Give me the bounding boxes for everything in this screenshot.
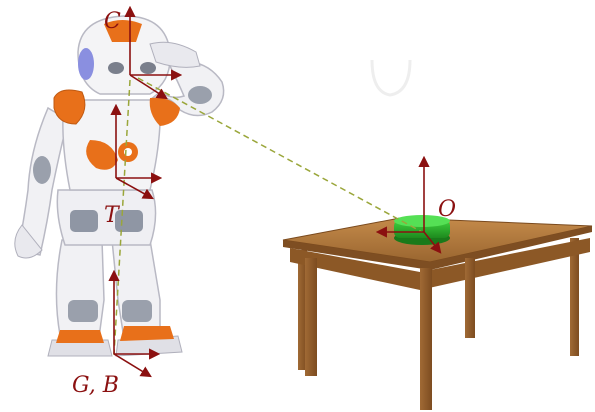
frame-ground-base-y-arrow: [114, 354, 150, 376]
label-ground-base: G, B: [72, 373, 119, 398]
label-object: O: [438, 197, 456, 222]
nao-robot: [15, 16, 224, 356]
table-leg-right: [465, 258, 475, 338]
table-leg-front-right: [420, 268, 432, 410]
label-torso: T: [104, 203, 121, 228]
background-fixture: [372, 60, 410, 95]
robot-left-leg: [56, 240, 104, 345]
label-camera: C: [104, 9, 121, 34]
table: [283, 218, 592, 410]
table-leg-front-left: [305, 258, 317, 376]
